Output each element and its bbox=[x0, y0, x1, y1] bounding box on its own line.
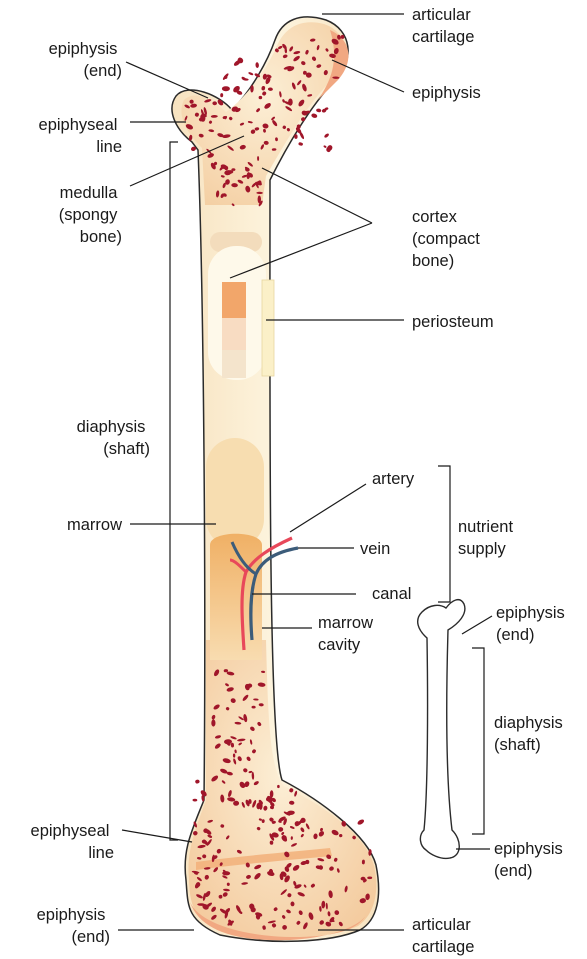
spongy-bone-spot bbox=[192, 799, 197, 802]
spongy-bone-spot bbox=[222, 73, 229, 81]
label-periosteum: periosteum bbox=[412, 313, 494, 331]
spongy-bone-spot bbox=[220, 93, 223, 97]
spongy-bone-spot bbox=[195, 779, 200, 784]
cortex-section-pale bbox=[222, 350, 246, 378]
label-nutrient-supply: nutrient supply bbox=[458, 518, 518, 558]
small-bone-outline bbox=[418, 600, 465, 859]
periosteum-strip bbox=[262, 280, 274, 376]
label-marrow-cavity: marrow cavity bbox=[318, 614, 378, 654]
label-epiphysis-end-top: epiphysis (end) bbox=[49, 40, 122, 80]
label-articular-cartilage-bottom: articular cartilage bbox=[412, 916, 475, 956]
label-epiphyseal-line-top: epiphyseal line bbox=[39, 116, 122, 156]
label-small-epiphysis-bottom: epiphysis (end) bbox=[494, 840, 567, 880]
spongy-bone-spot bbox=[222, 86, 230, 91]
label-cortex: cortex (compact bone) bbox=[412, 208, 484, 270]
spongy-bone-spot bbox=[357, 818, 365, 825]
spongy-bone-spot bbox=[316, 108, 322, 112]
spongy-bone-spot bbox=[211, 719, 215, 726]
diaphysis-bracket bbox=[170, 142, 178, 840]
label-diaphysis-left: diaphysis (shaft) bbox=[77, 418, 150, 458]
small-diaphysis-bracket bbox=[472, 648, 484, 834]
cortex-section-light bbox=[222, 318, 246, 350]
label-epiphyseal-line-bottom: epiphyseal line bbox=[31, 822, 114, 862]
spongy-bone-spot bbox=[298, 142, 303, 146]
spongy-bone-spot bbox=[248, 72, 254, 76]
spongy-bone-spot bbox=[277, 785, 280, 788]
label-small-diaphysis: diaphysis (shaft) bbox=[494, 714, 567, 754]
label-epiphysis-top-right: epiphysis bbox=[412, 84, 481, 102]
label-articular-cartilage-top: articular cartilage bbox=[412, 6, 475, 46]
label-epiphysis-end-bottom: epiphysis (end) bbox=[37, 906, 110, 946]
label-medulla: medulla (spongy bone) bbox=[59, 184, 122, 246]
label-canal: canal bbox=[372, 585, 411, 603]
nutrient-supply-bracket bbox=[438, 466, 450, 602]
long-bone bbox=[172, 17, 379, 941]
spongy-bone-spot bbox=[323, 145, 327, 148]
spongy-bone-spot bbox=[311, 113, 318, 119]
spongy-bone-spot bbox=[324, 133, 330, 139]
label-small-epiphysis-top: epiphysis (end) bbox=[496, 604, 569, 644]
spongy-bone-spot bbox=[255, 62, 259, 68]
cortex-section bbox=[222, 282, 246, 318]
label-vein: vein bbox=[360, 540, 390, 558]
label-artery: artery bbox=[372, 470, 415, 488]
spongy-bone-spot bbox=[361, 877, 366, 881]
label-marrow: marrow bbox=[67, 516, 122, 534]
marrow-window bbox=[206, 438, 264, 548]
